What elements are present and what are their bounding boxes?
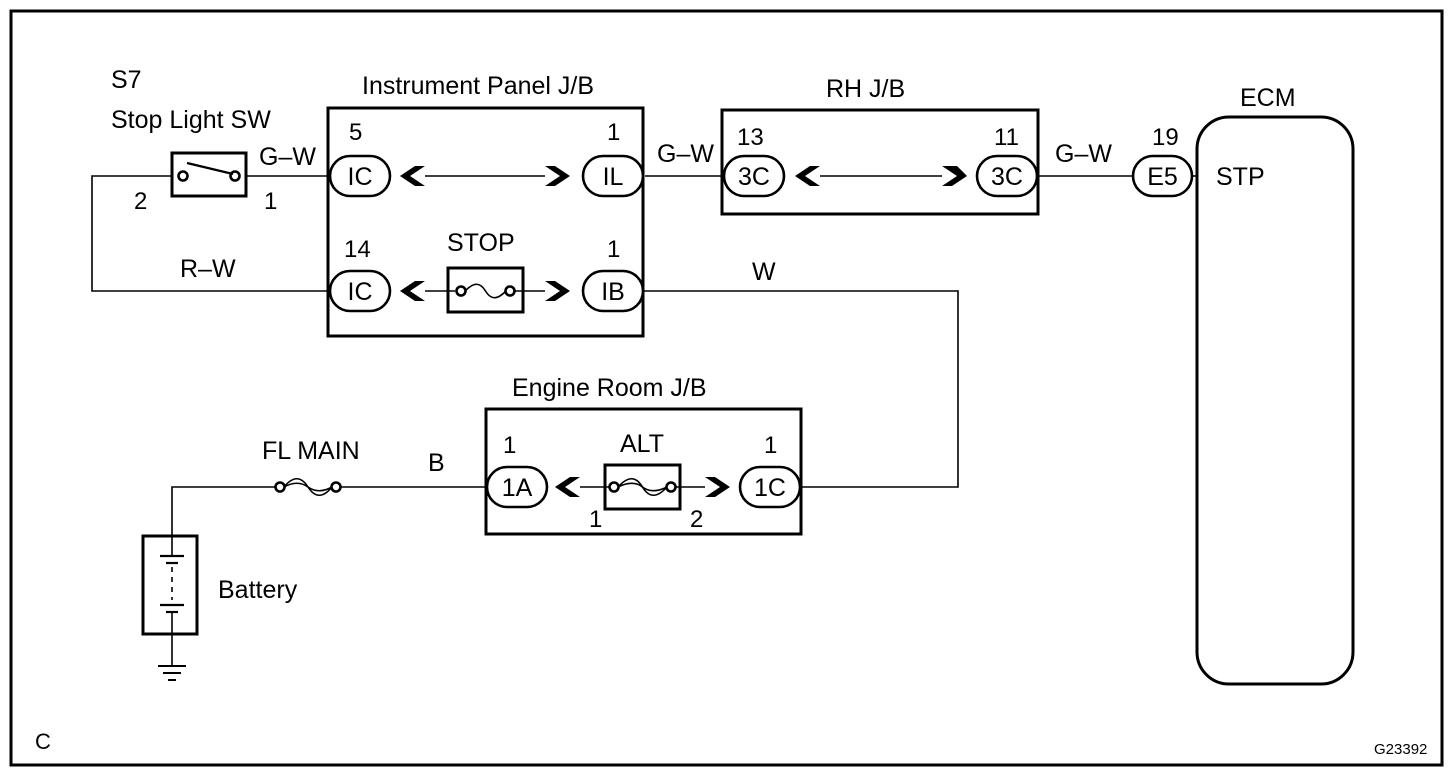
ecm-body xyxy=(1195,115,1355,686)
wire-color-battery-feed: B xyxy=(428,449,445,477)
rhjb-connector-right xyxy=(975,154,1039,198)
ecm: ECM 19 E5 STP xyxy=(1131,84,1355,686)
chevron-right-icon xyxy=(705,477,730,497)
chevron-right-icon xyxy=(545,166,570,186)
rhjb-connector-right-label: 3C xyxy=(991,163,1023,191)
erjb-connector-1c-label: 1C xyxy=(754,474,786,502)
chevron-left-icon xyxy=(795,166,820,186)
switch-code: S7 xyxy=(111,66,142,94)
figure-code: G23392 xyxy=(1374,741,1427,758)
switch-pin-right: 1 xyxy=(264,188,277,215)
stop-fuse-label: STOP xyxy=(447,229,515,257)
rh-jb: RH J/B 13 3C 11 3C xyxy=(720,75,1040,216)
stop-fuse-body xyxy=(446,266,525,314)
erjb-connector-1a-label: 1A xyxy=(502,474,533,502)
ipjb-pin-1-bottom: 1 xyxy=(607,236,620,263)
battery-label: Battery xyxy=(218,576,298,604)
corner-label: C xyxy=(35,729,51,754)
ipjb-pin-5: 5 xyxy=(349,119,362,146)
engine-room-jb-box xyxy=(484,407,803,536)
ecm-pin-19: 19 xyxy=(1152,124,1179,151)
rhjb-pin-11: 11 xyxy=(994,124,1019,151)
switch-contact-icon xyxy=(186,161,234,176)
alt-fuse-pin-right: 2 xyxy=(690,506,703,533)
stop-light-switch: S7 Stop Light SW 2 1 xyxy=(111,66,277,215)
ecm-terminal-stp: STP xyxy=(1216,163,1265,191)
fuse-icon xyxy=(455,283,516,299)
ipjb-connector-ib xyxy=(581,269,645,313)
erjb-connector-1c xyxy=(738,465,802,509)
ipjb-connector-il xyxy=(581,154,645,198)
fusible-link-icon xyxy=(274,477,342,497)
ecm-title: ECM xyxy=(1240,84,1296,112)
ipjb-pin-1-top: 1 xyxy=(607,119,620,146)
rhjb-pin-13: 13 xyxy=(737,124,764,151)
instrument-panel-jb: Instrument Panel J/B 5 IC 1 IL 14 IC STO… xyxy=(326,72,645,338)
ipjb-pin-14: 14 xyxy=(344,236,371,263)
rh-jb-title: RH J/B xyxy=(826,75,905,103)
alt-fuse-body xyxy=(603,463,682,511)
erjb-pin-1-right: 1 xyxy=(764,432,777,459)
battery-icon xyxy=(160,536,184,634)
switch-name: Stop Light SW xyxy=(111,106,271,134)
diagram-frame xyxy=(9,9,1444,767)
battery: Battery xyxy=(141,534,298,681)
ipjb-connector-ib-label: IB xyxy=(601,278,625,306)
chevron-left-icon xyxy=(400,166,425,186)
wire-color-switch-ipjb: G–W xyxy=(259,143,316,171)
fl-main-label: FL MAIN xyxy=(262,437,360,465)
rhjb-connector-left xyxy=(722,154,786,198)
ipjb-connector-ic-bottom-label: IC xyxy=(348,278,373,306)
ipjb-connector-ic-top-label: IC xyxy=(348,163,373,191)
chevron-left-icon xyxy=(555,477,580,497)
chevron-right-icon xyxy=(545,281,570,301)
alt-fuse-label: ALT xyxy=(620,430,664,458)
instrument-jb-title: Instrument Panel J/B xyxy=(362,72,594,100)
wire-color-rhjb-ecm: G–W xyxy=(1055,140,1112,168)
engine-room-jb: Engine Room J/B 1 1A ALT 1 2 1 1C xyxy=(484,374,803,536)
alt-fuse-pin-left: 1 xyxy=(589,506,602,533)
wire-color-switch-return: R–W xyxy=(180,255,236,283)
fusible-link: FL MAIN xyxy=(262,437,360,497)
erjb-connector-1a xyxy=(485,465,549,509)
ipjb-connector-ic-top xyxy=(328,154,392,198)
ipjb-connector-il-label: IL xyxy=(603,163,624,191)
switch-pin-left: 2 xyxy=(134,188,147,215)
fuse-icon xyxy=(608,477,677,497)
ground-icon xyxy=(158,665,186,681)
erjb-pin-1-left: 1 xyxy=(503,432,516,459)
ecm-connector-e5 xyxy=(1131,154,1194,198)
engine-room-jb-title: Engine Room J/B xyxy=(512,374,707,402)
wires xyxy=(91,175,1197,666)
instrument-jb-box xyxy=(326,106,645,338)
battery-body xyxy=(141,534,199,636)
wire-color-ipjb-rhjb: G–W xyxy=(657,140,714,168)
chevron-right-icon xyxy=(942,166,967,186)
switch-body xyxy=(170,151,248,198)
ipjb-connector-ic-bottom xyxy=(328,269,392,313)
rh-jb-box xyxy=(720,108,1040,216)
chevron-left-icon xyxy=(400,281,425,301)
rhjb-connector-left-label: 3C xyxy=(738,163,770,191)
ecm-connector-e5-label: E5 xyxy=(1147,163,1178,191)
wire-color-ipjb-erjb: W xyxy=(752,258,776,286)
